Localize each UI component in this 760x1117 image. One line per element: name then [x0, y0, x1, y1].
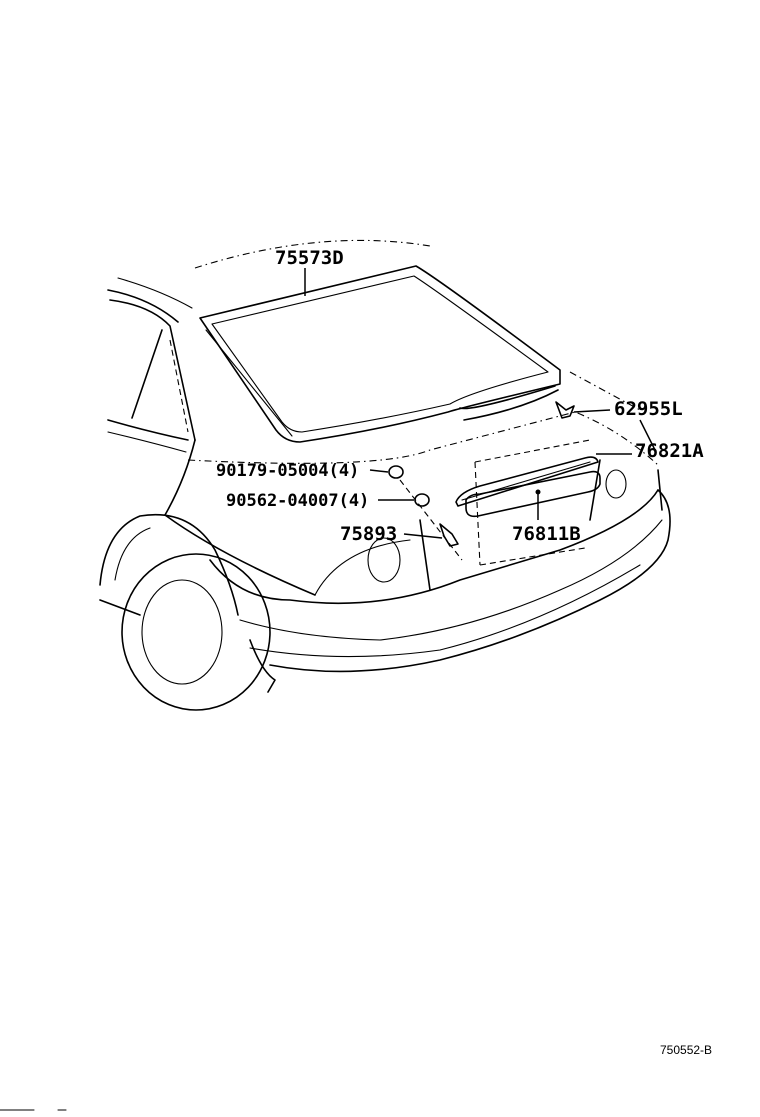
license-area-left — [474, 461, 481, 566]
wheel-arch — [99, 514, 239, 616]
window-bottom-molding — [459, 385, 556, 410]
window-bottom-molding-lower — [463, 389, 559, 421]
trunk-right-edge — [657, 469, 663, 511]
callout-90179-05004: 90179-05004(4) — [216, 461, 359, 481]
roof-to-spoiler-line — [569, 371, 641, 411]
leader-90179 — [369, 469, 389, 473]
window-left-edge — [205, 329, 293, 437]
callout-62955l: 62955L — [614, 398, 683, 420]
rear-bumper — [209, 489, 671, 693]
callout-75573d: 75573D — [275, 247, 344, 269]
callout-76821a: 76821A — [635, 440, 704, 462]
bumper-corner — [249, 639, 276, 693]
bumper-top — [209, 489, 659, 605]
quarter-panel — [164, 439, 196, 516]
side-skirt — [99, 599, 141, 616]
rear-window-glass — [211, 275, 549, 433]
rear-spoiler-inner — [461, 461, 591, 501]
license-garnish — [465, 470, 601, 518]
wheel-arch-inner — [114, 527, 151, 581]
car-body-outline — [99, 239, 431, 711]
garnish-keyhole — [535, 489, 541, 495]
fasteners — [304, 268, 656, 561]
roof-edge-line — [194, 239, 431, 269]
belt-line — [107, 419, 189, 441]
c-pillar-line — [109, 299, 196, 441]
deck-dash-line — [187, 411, 659, 466]
clip-62955l — [555, 401, 575, 419]
rear-wheel — [121, 553, 271, 711]
rear-window-molding-outer — [199, 265, 561, 443]
callout-75893: 75893 — [340, 523, 397, 545]
leader-75893 — [403, 533, 443, 539]
tail-lamp-left-divider — [419, 519, 431, 591]
callout-76811b: 76811B — [512, 523, 581, 545]
stud-75893 — [439, 523, 459, 547]
tail-lamp-left — [367, 537, 401, 583]
rear-window-inner — [169, 339, 189, 433]
nut-90179 — [388, 465, 404, 479]
fastener-axis — [399, 479, 463, 561]
tail-lamp-right — [605, 469, 627, 499]
trunk-lid — [164, 411, 663, 596]
roof-rail-top — [117, 277, 193, 309]
rear-wheel-rim — [141, 579, 223, 685]
callout-90562-04007: 90562-04007(4) — [226, 491, 369, 511]
rear-window — [199, 265, 641, 443]
tail-lamp-left-top — [314, 539, 411, 596]
trunk-side — [164, 514, 316, 596]
rear-window-front-edge — [131, 329, 163, 419]
roof-rail-upper — [107, 289, 179, 323]
bumper-crease-2 — [249, 564, 641, 658]
belt-line-lower — [107, 431, 187, 453]
license-area-bottom — [479, 547, 586, 566]
rear-spoiler — [455, 456, 599, 507]
figure-code: 750552-B — [660, 1043, 712, 1057]
leader-62955l-76821a — [639, 419, 656, 451]
washer-90562 — [414, 493, 430, 507]
license-area-top — [474, 439, 591, 463]
bumper-crease-1 — [239, 519, 663, 641]
leader-62955l — [573, 409, 611, 413]
bumper-face — [269, 489, 671, 673]
